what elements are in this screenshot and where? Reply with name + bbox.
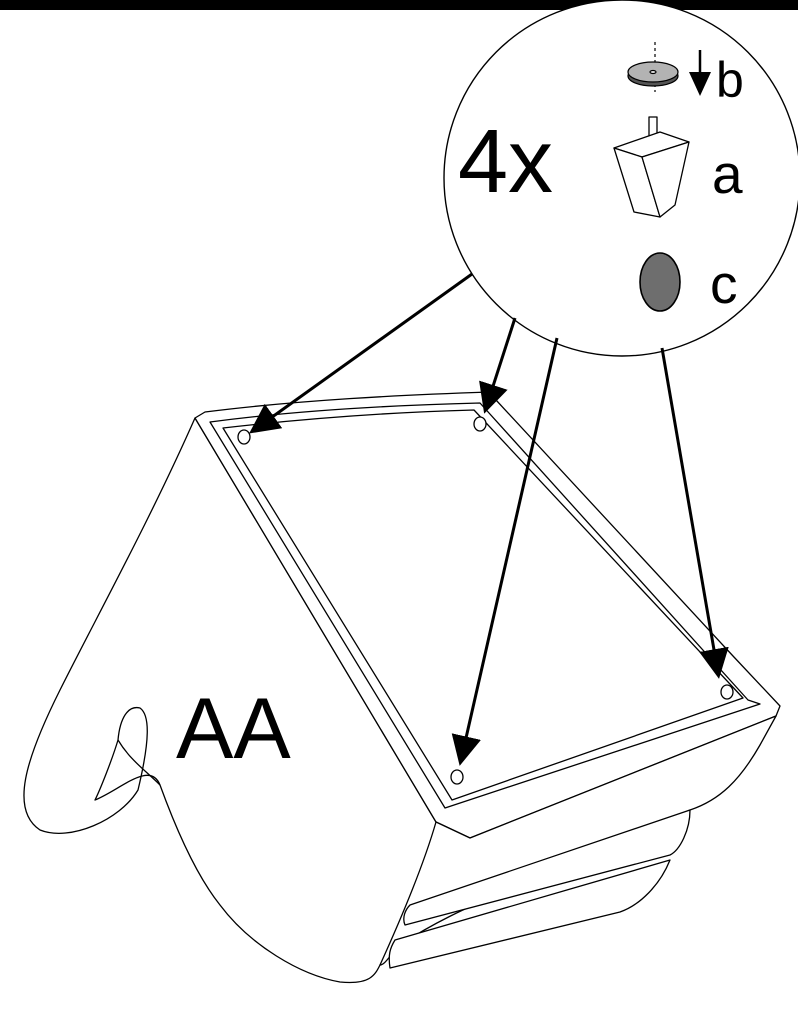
leg-label: a — [712, 143, 743, 205]
mounting-hole-back-right — [720, 684, 734, 700]
pad-label: c — [710, 253, 738, 315]
glide-label: b — [716, 52, 744, 108]
pointer-arrows — [249, 272, 729, 766]
callout-circle — [443, 0, 798, 357]
glide-disc-icon — [627, 42, 679, 92]
mounting-hole-front-right — [473, 416, 487, 432]
sofa-arm-outline — [23, 417, 471, 984]
arrow-to-front-left — [249, 272, 473, 434]
sofa-drawing — [23, 391, 781, 984]
pad-icon — [639, 252, 681, 312]
part-label: AA — [176, 681, 291, 777]
leg-icon — [613, 116, 690, 218]
arrow-to-back-right — [660, 347, 729, 679]
sofa-arm-fold — [117, 739, 161, 786]
arrow-to-back-left — [451, 337, 559, 766]
sofa-front-rail-lower — [388, 859, 671, 969]
mounting-hole-back-left — [450, 769, 464, 785]
down-arrow-icon — [689, 50, 711, 96]
quantity-label: 4x — [458, 112, 553, 212]
arrow-to-front-right — [479, 317, 517, 414]
sofa-front-rail — [403, 809, 691, 926]
top-border-bar — [0, 0, 798, 10]
mounting-hole-front-left — [237, 429, 251, 445]
